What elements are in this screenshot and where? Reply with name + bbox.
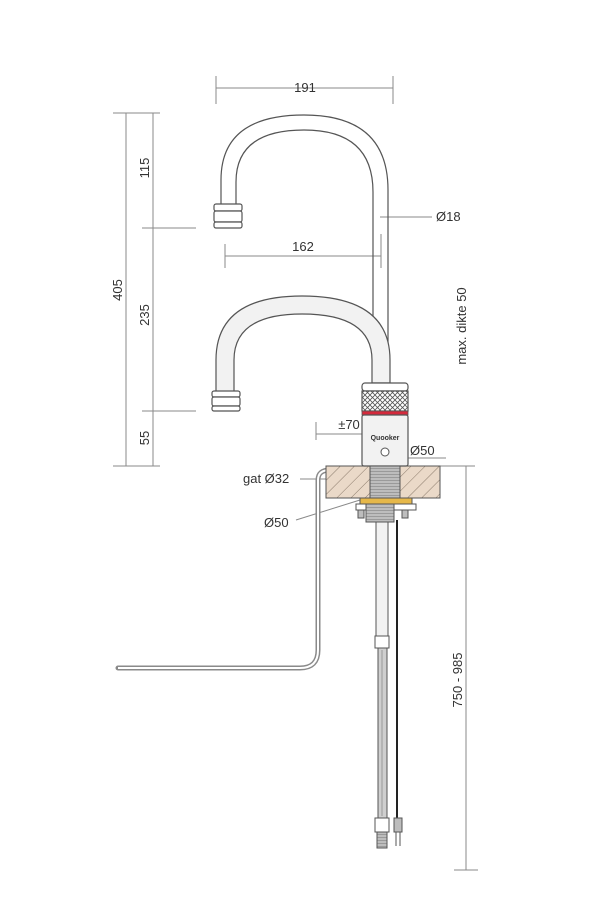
knurled-handle <box>361 390 409 412</box>
dim-405: 405 <box>110 279 125 301</box>
dim-hole: gat Ø32 <box>243 471 289 486</box>
dim-offset-70: ±70 <box>338 417 360 432</box>
dim-55: 55 <box>137 431 152 445</box>
dim-diameter-18: Ø18 <box>436 209 461 224</box>
lower-spout <box>215 295 391 393</box>
dim-washer-diameter: Ø50 <box>264 515 289 530</box>
mounting-assembly <box>355 465 417 849</box>
upper-spout <box>220 114 389 383</box>
upper-spout-nozzle <box>213 203 243 229</box>
tap-body: Quooker <box>361 382 409 467</box>
lower-spout-nozzle <box>211 390 241 412</box>
dim-115: 115 <box>137 158 152 179</box>
dim-max-thickness: max. dikte 50 <box>454 287 469 364</box>
dim-191: 191 <box>294 80 316 95</box>
dim-235: 235 <box>137 304 152 326</box>
washer <box>359 497 413 505</box>
dim-base-diameter: Ø50 <box>410 443 435 458</box>
brand-label: Quooker <box>371 435 400 442</box>
dim-162: 162 <box>292 239 314 254</box>
supply-hose <box>115 467 333 671</box>
dim-under-length: 750 - 985 <box>450 653 465 708</box>
